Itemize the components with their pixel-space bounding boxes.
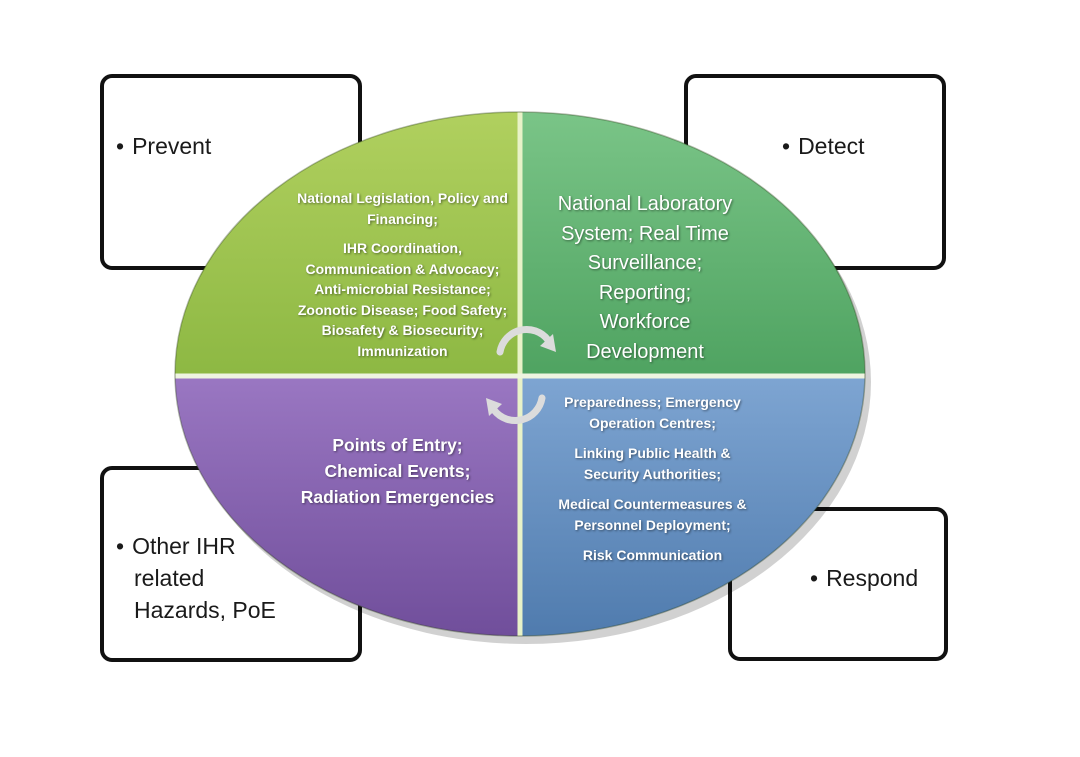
respond-capacities-text: Preparedness; Emergency Operation Centre… — [558, 394, 747, 563]
cycle-arrows-icon — [490, 326, 552, 424]
quadrant-other-hazards — [175, 376, 520, 636]
detect-capacities-text: National Laboratory System; Real Time Su… — [557, 193, 733, 363]
prevent-capacities-text: National Legislation, Policy and Financi… — [297, 190, 508, 359]
detect-label: •Detect — [782, 133, 865, 159]
respond-label: •Respond — [810, 565, 919, 591]
other-hazards-capacities-text: Points of Entry; Chemical Events; Radiat… — [300, 435, 495, 507]
other-hazards-label: •Other IHR related Hazards, PoE — [116, 533, 276, 623]
prevent-label: •Prevent — [116, 133, 212, 159]
